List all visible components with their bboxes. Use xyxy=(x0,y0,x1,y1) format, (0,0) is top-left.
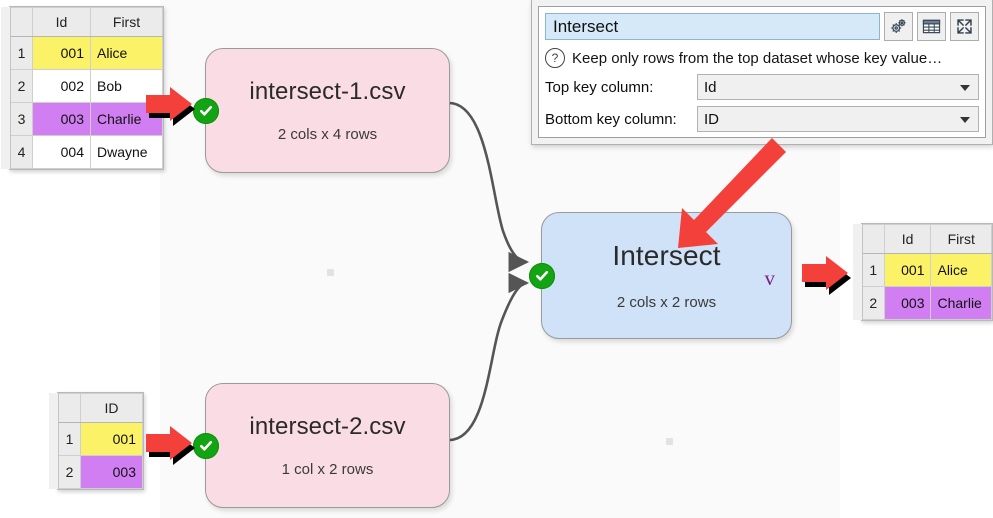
cell-first[interactable]: Dwayne xyxy=(90,135,163,169)
description-hint-row: ? Keep only rows from the top dataset wh… xyxy=(545,48,979,68)
top-key-column-select[interactable]: Id xyxy=(697,74,979,100)
cell-first[interactable]: Alice xyxy=(930,253,992,287)
node-subtitle: 1 col x 2 rows xyxy=(281,461,374,478)
column-header[interactable]: Id xyxy=(883,224,932,254)
node-expand-chevron-icon[interactable]: v xyxy=(764,265,776,290)
bottom-key-column-label: Bottom key column: xyxy=(545,110,677,128)
row-number[interactable]: 1 xyxy=(862,253,885,287)
cell-id[interactable]: 003 xyxy=(883,286,932,320)
table-row[interactable]: 2 003 Charlie xyxy=(862,286,992,320)
question-mark-icon[interactable]: ? xyxy=(545,48,565,68)
table-gutter xyxy=(853,224,863,320)
cell-first[interactable]: Alice xyxy=(90,36,163,70)
chevron-down-icon xyxy=(960,117,970,123)
item-name-input[interactable]: Intersect xyxy=(545,13,880,40)
row-number[interactable]: 2 xyxy=(862,286,885,320)
node-operation-intersect[interactable]: Intersect 2 cols x 2 rows v xyxy=(529,212,792,339)
node-source-intersect-2[interactable]: intersect-2.csv 1 col x 2 rows xyxy=(193,383,450,508)
cell-first[interactable]: Charlie xyxy=(930,286,992,320)
node-status-ok-icon xyxy=(529,262,555,289)
item-properties-panel[interactable]: Intersect xyxy=(531,0,993,145)
node-subtitle: 2 cols x 2 rows xyxy=(616,294,717,311)
cell-id[interactable]: 002 xyxy=(32,69,91,103)
table-grid-icon[interactable] xyxy=(917,12,946,41)
expand-fullscreen-icon[interactable] xyxy=(950,12,979,41)
cell-id[interactable]: 003 xyxy=(80,455,143,489)
node-title: intersect-2.csv xyxy=(249,413,406,440)
table-header-row: Id First xyxy=(862,224,992,254)
table-row[interactable]: 2 003 xyxy=(58,455,143,489)
top-key-column-row: Top key column: Id xyxy=(545,74,979,100)
description-hint-text: Keep only rows from the top dataset whos… xyxy=(572,49,943,67)
row-number[interactable]: 1 xyxy=(10,36,33,70)
cell-first[interactable]: Bob xyxy=(90,69,163,103)
table-row[interactable]: 4 004 Dwayne xyxy=(10,135,163,169)
row-number-header xyxy=(10,7,33,37)
top-key-column-value: Id xyxy=(704,78,717,96)
column-header[interactable]: First xyxy=(930,224,992,254)
cell-id[interactable]: 003 xyxy=(32,102,91,136)
settings-gears-icon[interactable] xyxy=(884,12,913,41)
cell-first[interactable]: Charlie xyxy=(90,102,163,136)
row-number-header xyxy=(58,393,81,423)
node-title: Intersect xyxy=(612,240,721,271)
canvas-grid-dot xyxy=(666,438,673,445)
table-row[interactable]: 1 001 xyxy=(58,422,143,456)
table-header-row: ID xyxy=(58,393,143,423)
row-number[interactable]: 4 xyxy=(10,135,33,169)
cell-id[interactable]: 001 xyxy=(80,422,143,456)
column-header[interactable]: Id xyxy=(32,7,91,37)
table-top-left-dataset[interactable]: Id First 1 001 Alice 2 002 Bob 3 003 Cha… xyxy=(1,6,164,170)
node-status-ok-icon xyxy=(193,432,219,459)
table-gutter xyxy=(49,393,59,489)
column-header[interactable]: First xyxy=(90,7,163,37)
node-subtitle: 2 cols x 4 rows xyxy=(277,126,378,143)
row-number[interactable]: 2 xyxy=(58,455,81,489)
table-row[interactable]: 3 003 Charlie xyxy=(10,102,163,136)
node-title: intersect-1.csv xyxy=(249,78,406,105)
canvas-grid-dot xyxy=(327,269,334,276)
table-output-dataset[interactable]: Id First 1 001 Alice 2 003 Charlie xyxy=(853,223,993,321)
cell-id[interactable]: 001 xyxy=(883,253,932,287)
chevron-down-icon xyxy=(960,85,970,91)
table-gutter xyxy=(1,7,11,169)
row-number[interactable]: 1 xyxy=(58,422,81,456)
cell-id[interactable]: 001 xyxy=(32,36,91,70)
bottom-key-column-value: ID xyxy=(704,110,719,128)
table-row[interactable]: 1 001 Alice xyxy=(862,253,992,287)
cell-id[interactable]: 004 xyxy=(32,135,91,169)
row-number[interactable]: 2 xyxy=(10,69,33,103)
top-key-column-label: Top key column: xyxy=(545,78,654,96)
node-source-intersect-1[interactable]: intersect-1.csv 2 cols x 4 rows xyxy=(193,48,450,173)
table-bottom-left-dataset[interactable]: ID 1 001 2 003 xyxy=(49,392,144,490)
table-header-row: Id First xyxy=(10,7,163,37)
row-number[interactable]: 3 xyxy=(10,102,33,136)
table-row[interactable]: 1 001 Alice xyxy=(10,36,163,70)
column-header[interactable]: ID xyxy=(80,393,143,423)
row-number-header xyxy=(862,224,885,254)
bottom-key-column-row: Bottom key column: ID xyxy=(545,106,979,132)
bottom-key-column-select[interactable]: ID xyxy=(697,106,979,132)
table-row[interactable]: 2 002 Bob xyxy=(10,69,163,103)
node-status-ok-icon xyxy=(193,97,219,124)
